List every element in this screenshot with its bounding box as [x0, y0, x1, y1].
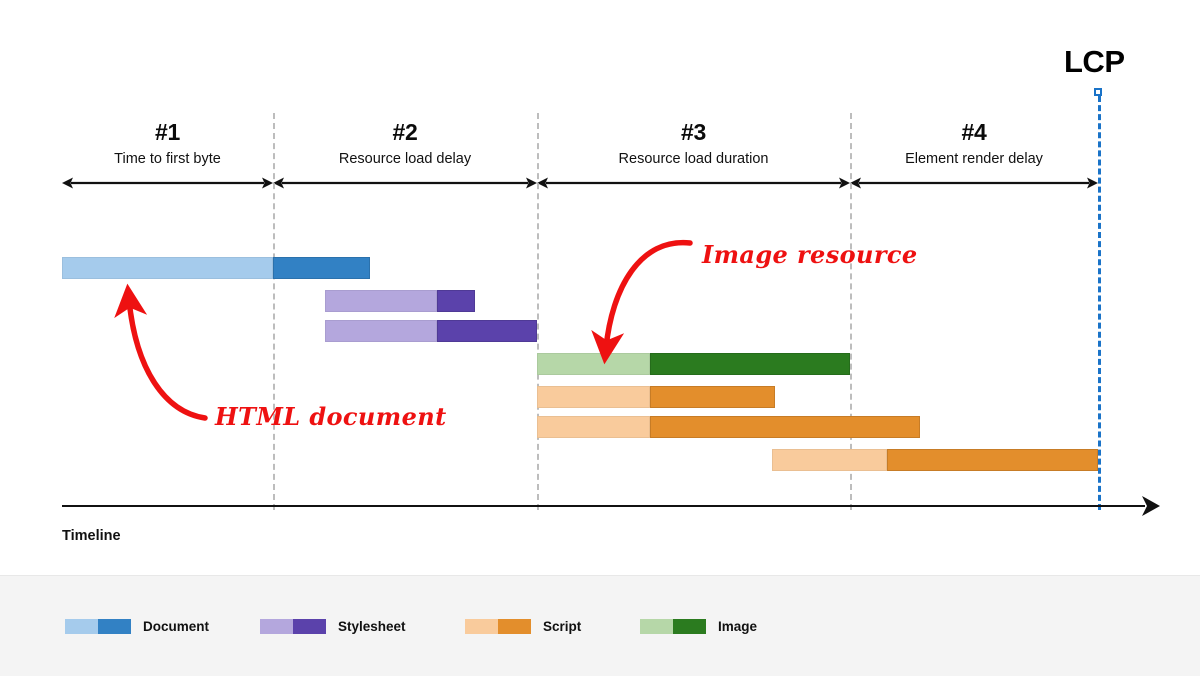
- legend-swatch-dark: [498, 618, 531, 634]
- legend-swatch: [65, 618, 131, 634]
- legend-item-stylesheet[interactable]: Stylesheet: [260, 616, 406, 636]
- lcp-marker-square: [1094, 88, 1102, 96]
- bar-segment-download: [437, 290, 475, 312]
- bar-segment-wait: [772, 449, 887, 471]
- bar-segment-download: [650, 416, 920, 438]
- phase-range-arrow-1: [62, 176, 273, 190]
- resource-bar: [537, 353, 850, 375]
- html-document-arrow: [114, 283, 208, 421]
- phase-number: #1: [155, 119, 180, 145]
- legend-swatch-light: [465, 618, 498, 634]
- bar-segment-download: [273, 257, 370, 279]
- legend-label: Document: [143, 618, 210, 634]
- legend-label: Image: [718, 618, 758, 634]
- legend-swatch-light: [640, 618, 673, 634]
- annotation-image-resource: Image resource: [702, 240, 918, 269]
- phase-range-arrow-3: [537, 176, 850, 190]
- legend-item-script[interactable]: Script: [465, 616, 581, 636]
- bar-segment-download: [650, 353, 850, 375]
- legend-swatch-dark: [293, 618, 326, 634]
- image-resource-arrow: [591, 240, 693, 365]
- phase-label: Time to first byte: [114, 151, 221, 167]
- bar-segment-wait: [325, 320, 437, 342]
- lcp-label: LCP: [1064, 44, 1125, 79]
- annotation-html-document: HTML document: [215, 402, 447, 431]
- phase-divider-3: [850, 113, 852, 510]
- bar-segment-download: [437, 320, 537, 342]
- bar-segment-wait: [537, 386, 650, 408]
- phase-divider-1: [273, 113, 275, 510]
- legend-item-document[interactable]: Document: [65, 616, 209, 636]
- bar-segment-wait: [537, 416, 650, 438]
- phase-label: Resource load duration: [618, 151, 769, 167]
- resource-bar: [772, 449, 1098, 471]
- phase-range-arrow-2: [273, 176, 537, 190]
- bar-segment-wait: [325, 290, 437, 312]
- timeline-axis: [62, 505, 1145, 507]
- legend-swatch: [260, 618, 326, 634]
- legend-item-image[interactable]: Image: [640, 616, 757, 636]
- lcp-dashed-line: [1098, 96, 1101, 510]
- resource-bar: [537, 416, 920, 438]
- legend-label: Stylesheet: [338, 618, 406, 634]
- legend-swatch-light: [65, 618, 98, 634]
- timeline-axis-arrowhead: [1142, 496, 1160, 516]
- resource-bar: [62, 257, 370, 279]
- resource-bar: [325, 320, 537, 342]
- phase-range-arrow-4: [850, 176, 1098, 190]
- resource-bar: [537, 386, 775, 408]
- legend-label: Script: [543, 618, 582, 634]
- phase-divider-2: [537, 113, 539, 510]
- bar-segment-download: [887, 449, 1098, 471]
- bar-segment-download: [650, 386, 775, 408]
- phase-number: #3: [681, 119, 706, 145]
- timeline-axis-label: Timeline: [62, 528, 121, 544]
- phase-label: Element render delay: [905, 151, 1043, 167]
- legend-swatch-light: [260, 618, 293, 634]
- bar-segment-wait: [62, 257, 273, 279]
- legend-swatch: [640, 618, 706, 634]
- legend-swatch: [465, 618, 531, 634]
- phase-number: #4: [961, 119, 987, 145]
- legend-band: Document Stylesheet Script Image: [0, 575, 1200, 676]
- bar-segment-wait: [537, 353, 650, 375]
- resource-bar: [325, 290, 475, 312]
- legend-swatch-dark: [98, 618, 131, 634]
- phase-label: Resource load delay: [338, 151, 472, 167]
- legend-swatch-dark: [673, 618, 706, 634]
- phase-number: #2: [392, 119, 418, 145]
